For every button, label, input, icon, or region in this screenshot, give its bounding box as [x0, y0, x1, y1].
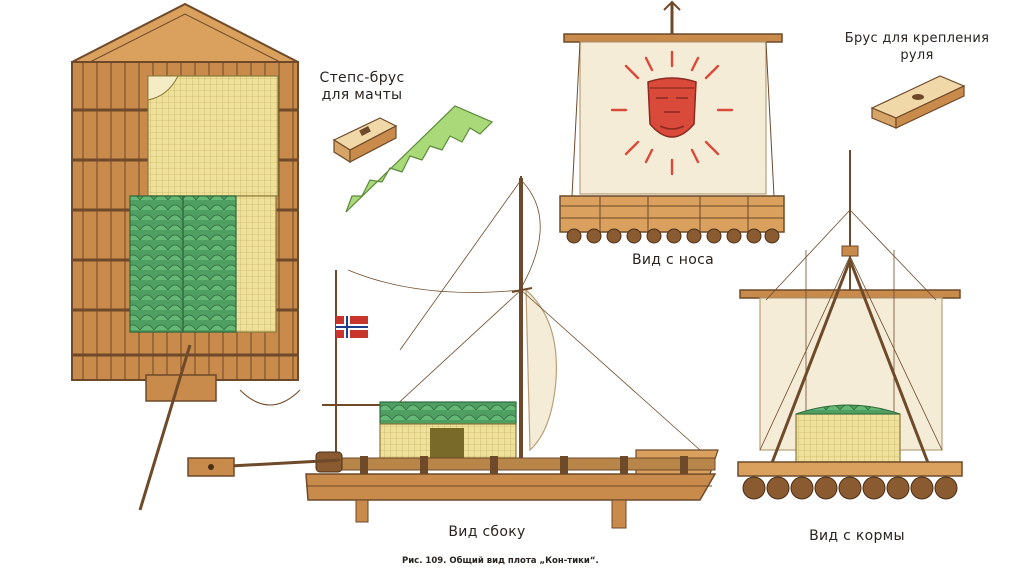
bow-view-label: Вид с носа: [632, 252, 714, 268]
stern-view: [737, 150, 963, 500]
mast-step-label-line1: Степс-брус: [319, 70, 405, 86]
mast-step-block: [332, 117, 398, 164]
mast-step-label-line2: для мачты: [321, 87, 403, 103]
norwegian-flag: [336, 316, 368, 338]
rudder-block: [870, 75, 966, 129]
mast-step-label: Степс-брус для мачты: [312, 70, 412, 104]
stern-view-label: Вид с кормы: [809, 528, 905, 544]
rudder-block-label-line1: Брус для крепления: [844, 31, 990, 46]
rudder-block-label: Брус для крепления руля: [832, 30, 1002, 64]
top-view: [71, 2, 301, 511]
bow-view: [559, 0, 785, 244]
rudder-block-label-line2: руля: [900, 48, 934, 63]
green-blade: [345, 105, 494, 213]
figure-caption: Рис. 109. Общий вид плота „Кон-тики“.: [402, 556, 599, 566]
side-view-label: Вид сбоку: [448, 524, 526, 540]
side-view: [187, 176, 719, 529]
